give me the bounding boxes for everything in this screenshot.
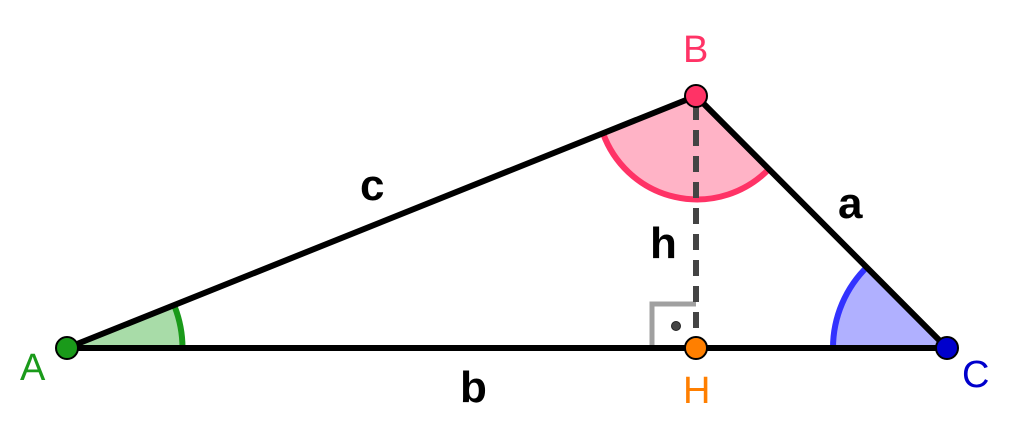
angle-b-arc	[600, 132, 770, 203]
point-b[interactable]	[684, 84, 708, 108]
point-c[interactable]	[935, 336, 959, 360]
label-c: C	[962, 354, 989, 396]
side-a	[693, 93, 950, 351]
right-angle-marker	[649, 301, 696, 348]
label-side-c: c	[360, 161, 384, 210]
angle-c-arc	[830, 263, 871, 349]
label-side-a: a	[838, 179, 863, 228]
label-side-b: b	[460, 363, 487, 412]
label-b: B	[683, 29, 708, 71]
angle-c-sector	[833, 266, 947, 348]
point-h[interactable]	[684, 336, 708, 360]
side-c	[64, 93, 699, 351]
point-a[interactable]	[55, 336, 79, 360]
right-angle-dot	[671, 321, 681, 331]
label-altitude-h: h	[650, 219, 677, 268]
label-a: A	[20, 347, 46, 389]
angle-b-sector	[603, 96, 768, 200]
label-h: H	[683, 370, 710, 412]
